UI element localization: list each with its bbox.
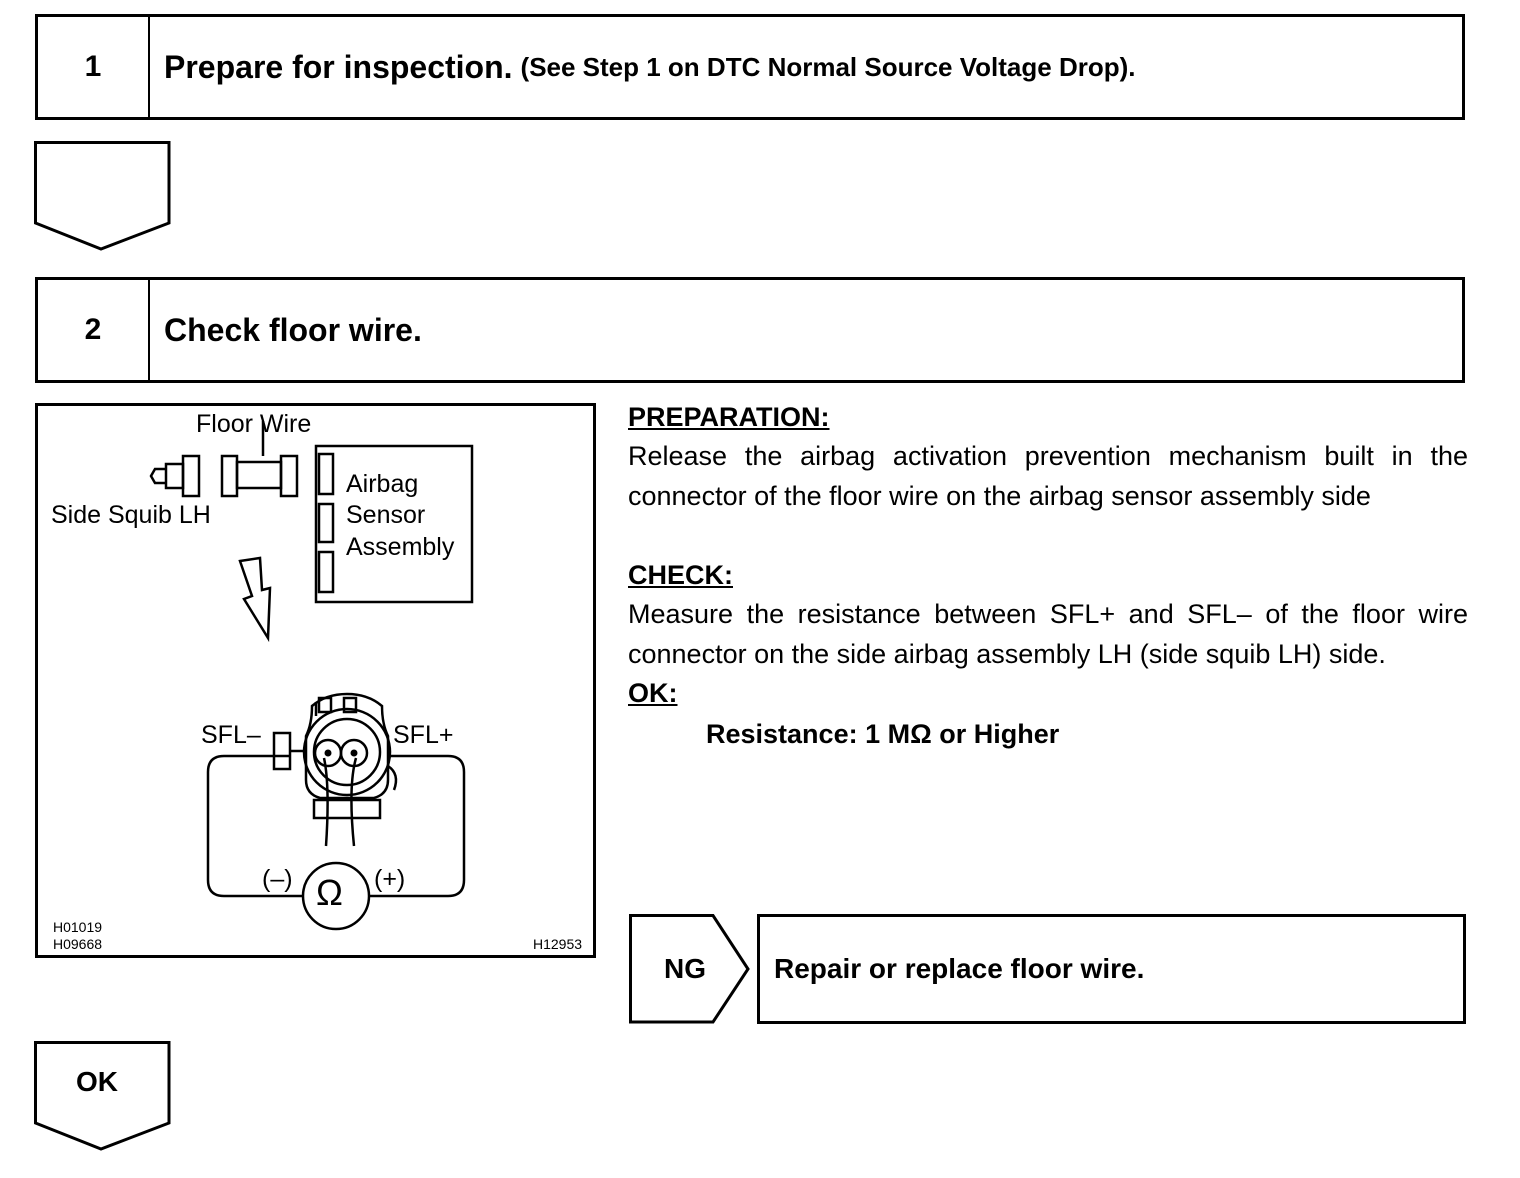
airbag-sensor-label-line1: Airbag xyxy=(346,470,419,498)
continue-arrow-icon xyxy=(34,141,171,251)
side-squib-label: Side Squib LH xyxy=(51,501,211,529)
figure-code-1: H01019 xyxy=(53,919,103,935)
step-2-title-row: Check floor wire. xyxy=(164,280,422,380)
preparation-heading: PREPARATION: xyxy=(628,402,830,432)
instructions-panel: PREPARATION: Release the airbag activati… xyxy=(628,398,1468,756)
ng-arrow-icon xyxy=(629,914,750,1024)
ng-action-box: Repair or replace floor wire. xyxy=(757,914,1466,1024)
floor-wire-label: Floor Wire xyxy=(196,410,312,438)
ng-action-text: Repair or replace floor wire. xyxy=(774,953,1145,984)
preparation-text: Release the airbag activation prevention… xyxy=(628,441,1468,511)
ng-label: NG xyxy=(664,953,706,984)
airbag-sensor-box xyxy=(314,444,474,604)
ohmmeter-icon: Ω xyxy=(316,872,343,913)
step-2-title: Check floor wire. xyxy=(164,311,422,348)
diagram-drawing xyxy=(149,421,474,931)
floor-wire-diagram: Floor Wire Side Squib LH Airbag Sensor A… xyxy=(35,403,596,958)
meter-minus-label: (–) xyxy=(262,865,293,893)
ok-spec: Resistance: 1 MΩ or Higher xyxy=(706,719,1060,749)
ok-arrow-icon xyxy=(34,1041,171,1151)
step-1-title-row: Prepare for inspection. (See Step 1 on D… xyxy=(164,17,1135,117)
sfl-minus-label: SFL– xyxy=(201,721,261,749)
ok-heading: OK: xyxy=(628,678,678,708)
check-heading: CHECK: xyxy=(628,560,733,590)
step-2-number: 2 xyxy=(38,280,150,380)
step-1-title: Prepare for inspection. xyxy=(164,48,513,85)
airbag-sensor-label-line2: Sensor xyxy=(346,501,426,529)
step-1-note: (See Step 1 on DTC Normal Source Voltage… xyxy=(520,51,1136,82)
meter-plus-label: (+) xyxy=(374,865,406,893)
figure-code-2: H09668 xyxy=(53,936,103,952)
sfl-plus-label: SFL+ xyxy=(393,721,454,749)
step-2-box: 2 Check floor wire. xyxy=(35,277,1465,383)
airbag-sensor-label-line3: Assembly xyxy=(346,533,455,561)
ok-label: OK xyxy=(76,1066,118,1097)
figure-code-3: H12953 xyxy=(533,936,583,952)
step-1-number: 1 xyxy=(38,17,150,117)
check-text: Measure the resistance between SFL+ and … xyxy=(628,599,1468,669)
step-1-box: 1 Prepare for inspection. (See Step 1 on… xyxy=(35,14,1465,120)
